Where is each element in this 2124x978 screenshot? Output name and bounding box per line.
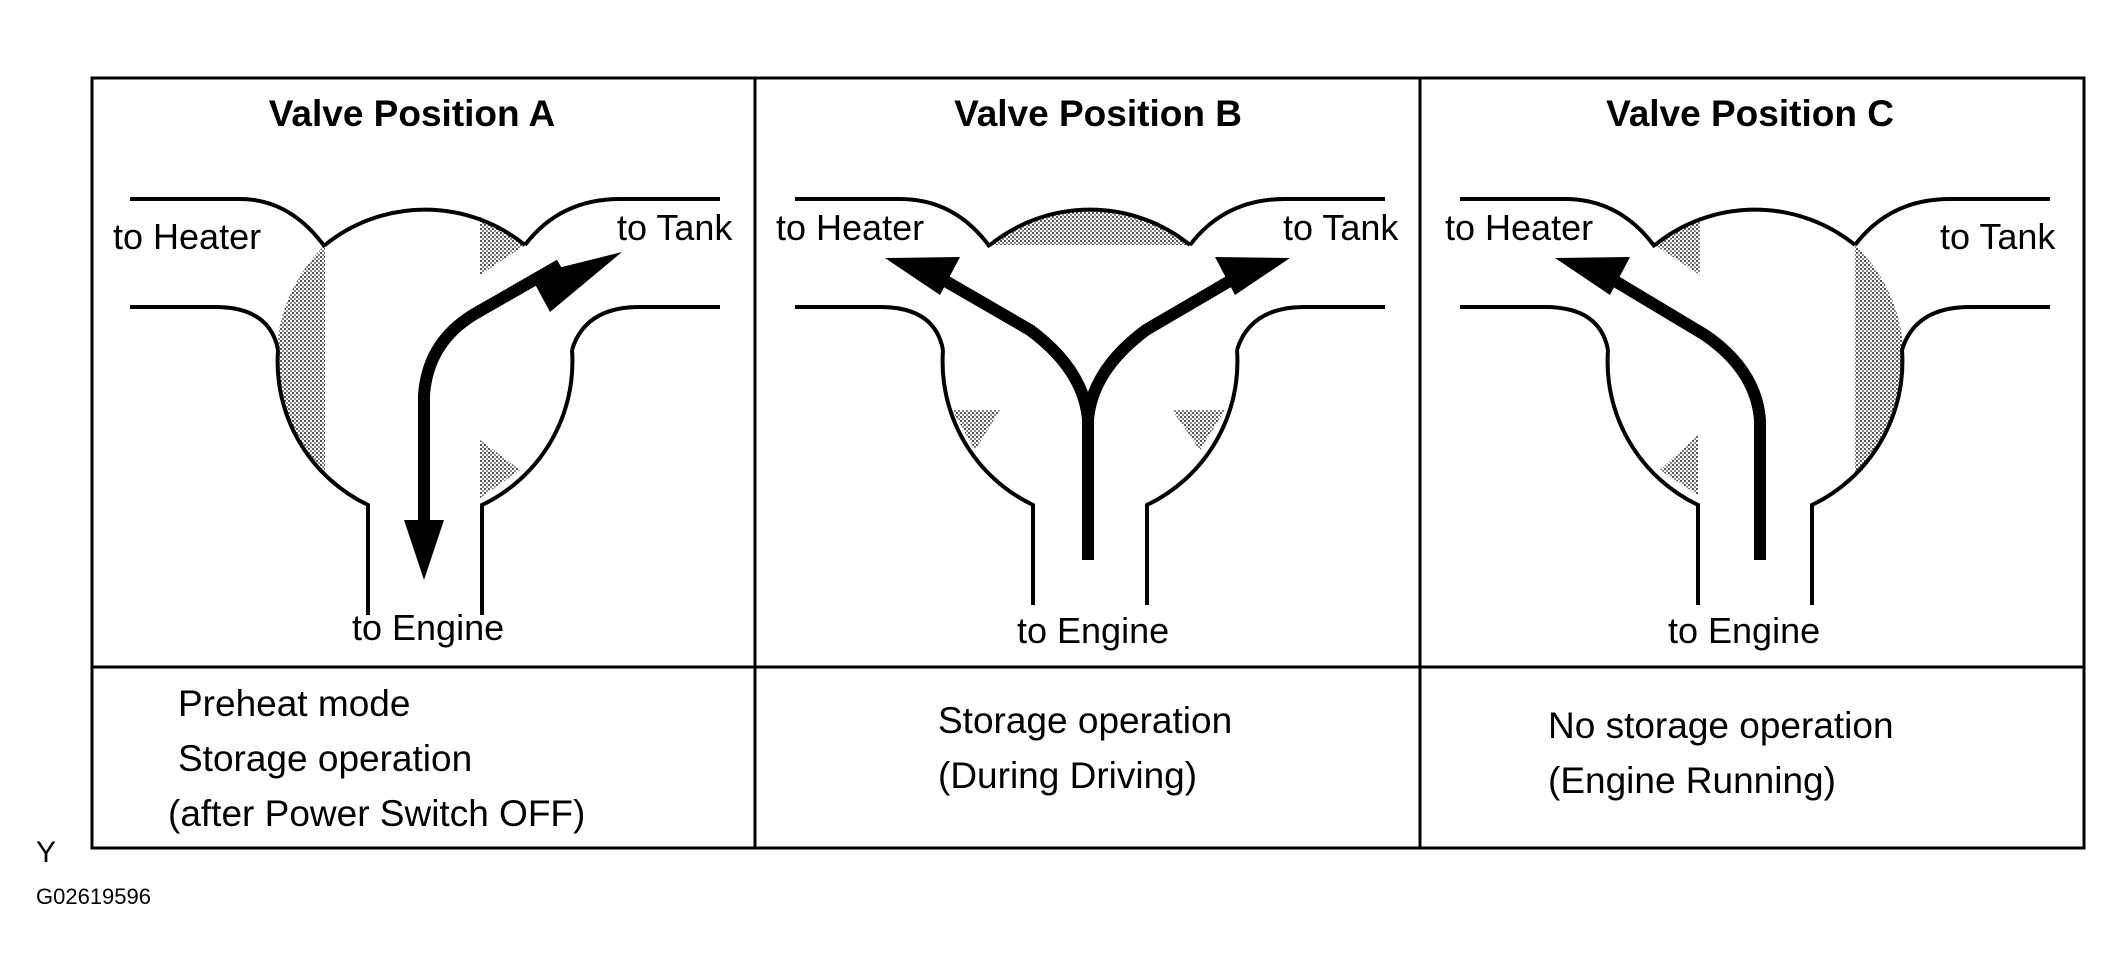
panel-title: Valve Position C [1606, 93, 1894, 134]
table-frame [90, 76, 2086, 850]
label-to-engine: to Engine [352, 607, 504, 648]
flow-arrow [404, 252, 622, 580]
caption-line: (Engine Running) [1548, 760, 1836, 801]
label-to-tank: to Tank [1283, 207, 1399, 248]
panel-caption: Storage operation (During Driving) [938, 700, 1232, 796]
flow-arrow [1555, 257, 1766, 560]
caption-line: No storage operation [1548, 705, 1894, 746]
panel-title: Valve Position A [269, 93, 556, 134]
caption-line: Preheat mode [178, 683, 410, 724]
valve-body [1460, 197, 2050, 605]
label-to-heater: to Heater [1445, 207, 1593, 248]
label-to-tank: to Tank [1940, 216, 2056, 257]
panel-caption: No storage operation (Engine Running) [1548, 705, 1894, 801]
figure-mark: Y [36, 836, 56, 869]
panel-valve-a: Valve Position A to Heater to Tank to En… [113, 93, 733, 834]
label-to-heater: to Heater [113, 216, 261, 257]
panel-title: Valve Position B [954, 93, 1242, 134]
valve-body [795, 197, 1385, 605]
label-to-tank: to Tank [617, 207, 733, 248]
label-to-heater: to Heater [776, 207, 924, 248]
panel-caption: Preheat mode Storage operation (after Po… [168, 683, 585, 834]
caption-line: Storage operation [938, 700, 1232, 741]
label-to-engine: to Engine [1017, 610, 1169, 651]
caption-line: (after Power Switch OFF) [168, 793, 585, 834]
caption-line: (During Driving) [938, 755, 1197, 796]
panel-valve-c: Valve Position C to Heater to Tank to En… [1445, 93, 2056, 801]
caption-line: Storage operation [178, 738, 472, 779]
flow-arrow [885, 257, 1290, 560]
panel-valve-b: Valve Position B to Heater to Tank to En… [776, 93, 1399, 796]
valve-body [130, 197, 720, 615]
label-to-engine: to Engine [1668, 610, 1820, 651]
figure-code: G02619596 [36, 884, 151, 909]
